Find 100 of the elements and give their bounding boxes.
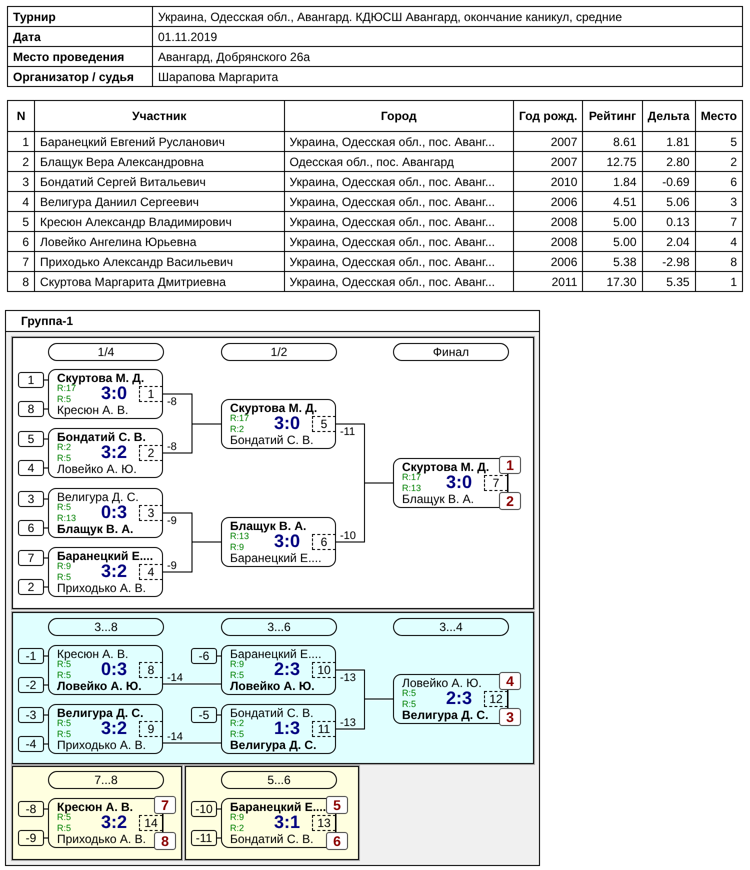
table-cell: 7: [8, 252, 35, 272]
rating-label: R:13: [402, 483, 422, 493]
table-cell: 2008: [513, 232, 583, 252]
bracket-panel: [12, 766, 182, 860]
table-cell: 2011: [513, 272, 583, 292]
rating-label: R:5: [230, 729, 244, 739]
table-cell: 7: [695, 212, 742, 232]
bracket-panel: [12, 612, 534, 764]
place-badge: 8: [154, 832, 176, 850]
match-score: 3:0: [446, 472, 473, 492]
connector-line: [162, 424, 222, 454]
table-cell: 2006: [513, 192, 583, 212]
player-name: Ловейко А. Ю.: [57, 679, 142, 693]
table-cell: 1: [8, 132, 35, 152]
connector-line: [162, 822, 164, 832]
table-cell: 5: [8, 212, 35, 232]
loser-slot-label: -11: [340, 426, 356, 438]
field-label: Место проведения: [8, 46, 152, 66]
table-cell: 2010: [513, 172, 583, 192]
match-number: 6: [312, 534, 336, 550]
column-header: Город: [284, 100, 514, 132]
table-cell: Украина, Одесская обл., пос. Аванг...: [284, 192, 514, 212]
seed-box: 3: [18, 491, 44, 507]
connector-line: [336, 698, 394, 730]
loser-slot-label: -10: [340, 530, 356, 542]
place-badge: 2: [499, 492, 521, 510]
connector-line: [216, 714, 222, 716]
table-cell: Одесская обл., пос. Авангард: [284, 152, 514, 172]
column-header: N: [8, 100, 35, 132]
connector-line: [162, 814, 164, 824]
column-header: Участник: [34, 100, 284, 132]
player-name: Ловейко А. Ю.: [402, 676, 482, 690]
rating-label: R:5: [57, 394, 72, 404]
table-cell: Блащук Вера Александровна: [34, 152, 284, 172]
table-cell: Украина, Одесская обл., пос. Аванг...: [284, 172, 514, 192]
connector-line: [44, 438, 48, 440]
rating-label: R:5: [57, 502, 72, 512]
rating-label: R:5: [57, 823, 72, 833]
seed-box: 5: [18, 431, 44, 447]
player-name: Бондатий С. В.: [230, 706, 314, 720]
connector-line: [44, 586, 48, 588]
loser-slot-label: -9: [167, 515, 177, 527]
field-value: Украина, Одесская обл., Авангард. КДЮСШ Авангард, окончание каникул, средние: [152, 6, 742, 26]
player-name: Ловейко А. Ю.: [57, 462, 137, 476]
rating-label: R:9: [230, 542, 244, 552]
table-cell: 5.38: [582, 252, 642, 272]
table-cell: 8: [8, 272, 35, 292]
table-cell: Скуртова Маргарита Дмитриевна: [34, 272, 284, 292]
table-cell: 6: [695, 172, 742, 192]
table-cell: 4: [695, 232, 742, 252]
table-cell: 2007: [513, 132, 583, 152]
seed-box: 8: [18, 401, 44, 417]
table-cell: 2007: [513, 152, 583, 172]
match-number: 3: [139, 505, 163, 521]
match-number: 10: [312, 662, 336, 678]
table-cell: Украина, Одесская обл., пос. Аванг...: [284, 252, 514, 272]
connector-line: [44, 808, 48, 810]
seed-box: 1: [18, 372, 44, 388]
group-title: Группа-1: [21, 314, 74, 328]
match-score: 0:3: [100, 659, 128, 679]
round-header: 1/4: [48, 343, 164, 361]
player-name: Блащук В. А.: [402, 492, 474, 506]
player-name: Баранецкий Е....: [57, 549, 154, 563]
table-cell: Ловейко Ангелина Юрьевна: [34, 232, 284, 252]
rating-label: R:5: [402, 699, 416, 709]
place-badge: 6: [326, 832, 348, 850]
connector-line: [44, 408, 48, 410]
table-cell: 0.13: [642, 212, 696, 232]
table-cell: Баранецкий Евгений Русланович: [34, 132, 284, 152]
rating-label: R:5: [57, 659, 72, 669]
table-cell: 8: [695, 252, 742, 272]
loser-slot-label: -9: [167, 560, 177, 572]
match-score: 1:3: [274, 718, 301, 738]
table-cell: 2: [695, 152, 742, 172]
connector-line: [336, 482, 394, 542]
table-cell: 5.35: [642, 272, 696, 292]
rating-label: R:13: [57, 513, 76, 523]
seed-box: -11: [191, 830, 217, 846]
match-number: 13: [312, 815, 336, 831]
match-number: 11: [312, 721, 336, 737]
match-score: 3:2: [100, 812, 128, 832]
rating-label: R:2: [230, 424, 244, 434]
player-name: Кресюн А. В.: [57, 647, 128, 661]
column-header: Дельта: [642, 100, 696, 132]
match-number: 8: [139, 662, 163, 678]
rating-label: R:2: [57, 442, 72, 452]
player-name: Бондатий С. В.: [230, 832, 314, 846]
table-cell: 8.61: [582, 132, 642, 152]
rating-label: R:5: [230, 670, 244, 680]
group-panel: [5, 310, 540, 866]
match-score: 3:2: [100, 718, 127, 738]
rating-label: R:13: [230, 531, 250, 541]
table-cell: 1.84: [582, 172, 642, 192]
match-number: 9: [139, 721, 163, 737]
table-cell: 2: [8, 152, 35, 172]
table-cell: 5: [695, 132, 742, 152]
round-header: 7...8: [48, 771, 164, 789]
table-cell: 5.00: [582, 212, 642, 232]
player-name: Блащук В. А.: [57, 522, 134, 536]
place-badge: 4: [499, 672, 521, 690]
